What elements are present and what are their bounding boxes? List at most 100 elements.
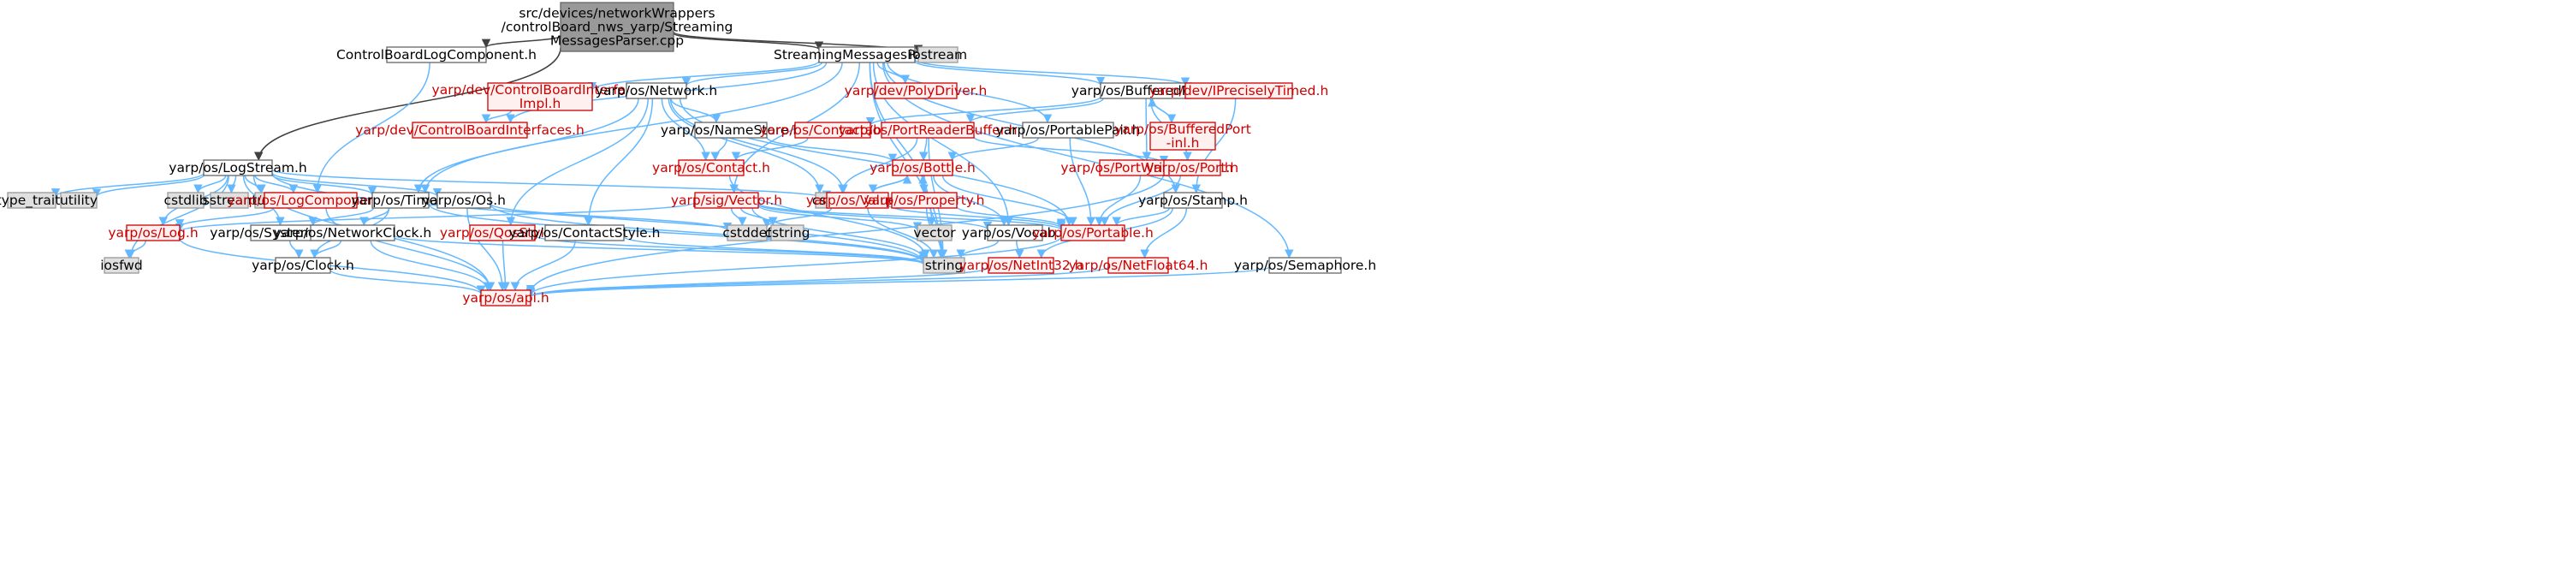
include-nodes: src/devices/networkWrappers/controlBoard…: [0, 2, 1376, 306]
edge-logstream-to-iosfwd: [126, 175, 230, 259]
edge-smp_h-to-cbi_impl: [587, 60, 820, 92]
node-box-os: [436, 192, 491, 209]
edge-bufferedport_inl-to-bufferedport: [1148, 97, 1172, 123]
node-logcomponent[interactable]: yarp/os/LogComponent.h: [227, 192, 395, 209]
node-cstddef: cstddef: [722, 224, 772, 241]
edge-qosstyle-to-api: [501, 240, 510, 292]
edge-portreaderbuffer-to-port: [973, 135, 1169, 165]
node-utility: utility: [60, 192, 98, 209]
edge-logstream-to-string: [271, 172, 929, 264]
node-label-smp_h: StreamingMessagesParser.h: [774, 47, 960, 62]
node-cbi[interactable]: yarp/dev/ControlBoardInterfaces.h: [355, 122, 585, 139]
node-box-vocab: [987, 224, 1043, 241]
edge-network-to-portable: [679, 98, 1074, 227]
edge-network-to-cstdio: [668, 98, 824, 194]
node-label-property: yarp/os/Property.h: [864, 193, 984, 208]
node-box-type_traits: [7, 192, 56, 209]
node-label-contactable: yarp/os/Contactable.h: [759, 122, 905, 138]
node-label-cbi_impl: yarp/dev/ControlBoardInterfaces: [432, 82, 649, 98]
node-netfloat64[interactable]: yarp/os/NetFloat64.h: [1069, 257, 1208, 274]
edge-network-to-qosstyle: [506, 98, 649, 227]
edge-network-to-contact: [661, 98, 710, 162]
node-clock[interactable]: yarp/os/Clock.h: [252, 257, 354, 274]
node-netint32[interactable]: yarp/os/NetInt32.h: [959, 257, 1083, 274]
node-vocab[interactable]: yarp/os/Vocab.h: [962, 224, 1068, 241]
node-api[interactable]: yarp/os/api.h: [462, 289, 549, 306]
edge-stamp-to-netfloat64: [1140, 207, 1188, 259]
node-polydriver[interactable]: yarp/dev/PolyDriver.h: [845, 82, 988, 99]
edge-networkclock-to-api: [370, 240, 493, 292]
node-qosstyle[interactable]: yarp/os/QosStyle.h: [440, 224, 565, 241]
node-label-iprecisely: yarp/dev/IPreciselyTimed.h: [1149, 83, 1329, 98]
edge-smp_h-to-time: [420, 62, 843, 194]
node-portreaderbuffer[interactable]: yarp/os/PortReaderBuffer.h: [839, 122, 1018, 139]
edge-logcomponent-to-api: [325, 207, 496, 292]
node-label-stamp: yarp/os/Stamp.h: [1138, 193, 1248, 208]
node-label-vector_h: yarp/sig/Vector.h: [671, 193, 782, 208]
edge-networkclock-to-clock: [310, 240, 342, 259]
node-box-namestore: [694, 122, 768, 139]
edge-netfloat64-to-api: [526, 266, 1109, 298]
edge-bottle-to-string: [923, 175, 947, 259]
node-bufferedport_inl[interactable]: yarp/os/BufferedPort-inl.h: [1114, 122, 1251, 151]
node-label-value: yarp/os/Value.h: [806, 193, 909, 208]
node-box-portable: [1060, 224, 1125, 241]
node-box-time: [371, 192, 430, 209]
node-logstream[interactable]: yarp/os/LogStream.h: [169, 159, 307, 176]
node-label-vocab: yarp/os/Vocab.h: [962, 225, 1068, 241]
node-vector_h[interactable]: yarp/sig/Vector.h: [671, 192, 782, 209]
node-label-networkclock: yarp/os/NetworkClock.h: [274, 225, 431, 241]
node-box-contactstyle: [544, 224, 625, 241]
edge-portreaderbuffer-to-cstdio: [838, 137, 918, 194]
node-label-bottle: yarp/os/Bottle.h: [870, 160, 976, 175]
node-network[interactable]: yarp/os/Network.h: [596, 82, 717, 99]
node-time[interactable]: yarp/os/Time.h: [351, 192, 450, 209]
edge-log-to-iosfwd: [124, 240, 146, 259]
node-log[interactable]: yarp/os/Log.h: [108, 224, 199, 241]
node-box-network: [626, 82, 687, 99]
edge-logstream-to-value: [271, 169, 831, 200]
node-label-cbi_impl: Impl.h: [519, 96, 561, 111]
node-bottle[interactable]: yarp/os/Bottle.h: [870, 159, 976, 176]
node-portablepair[interactable]: yarp/os/PortablePair.h: [996, 122, 1141, 139]
node-cblc_h[interactable]: ControlBoardLogComponent.h: [336, 46, 537, 63]
node-box-clock: [275, 257, 331, 274]
node-box-qosstyle: [469, 224, 536, 241]
node-contact[interactable]: yarp/os/Contact.h: [652, 159, 770, 176]
node-portable[interactable]: yarp/os/Portable.h: [1032, 224, 1154, 241]
node-stamp[interactable]: yarp/os/Stamp.h: [1138, 192, 1248, 209]
node-box-cstddef: [727, 224, 768, 241]
node-box-cstring: [770, 224, 804, 241]
edge-root-to-smp_h: [673, 33, 824, 51]
node-semaphore[interactable]: yarp/os/Semaphore.h: [1234, 257, 1376, 274]
edge-smp_h-to-iprecisely: [914, 58, 1190, 87]
node-value[interactable]: yarp/os/Value.h: [806, 192, 909, 209]
node-contactable[interactable]: yarp/os/Contactable.h: [759, 122, 906, 139]
node-namestore[interactable]: yarp/os/NameStore.h: [661, 122, 801, 139]
node-box-networkclock: [310, 224, 395, 241]
node-bufferedport[interactable]: yarp/os/BufferedPort.h: [1071, 82, 1220, 99]
node-property[interactable]: yarp/os/Property.h: [864, 192, 985, 209]
node-root[interactable]: src/devices/networkWrappers/controlBoard…: [502, 2, 733, 52]
edge-semaphore-to-api: [526, 266, 1270, 298]
node-os[interactable]: yarp/os/Os.h: [422, 192, 506, 209]
edge-logstream-to-logcomponent: [254, 175, 299, 194]
edge-network-to-time: [413, 98, 639, 194]
node-box-stamp: [1163, 192, 1223, 209]
node-box-cbi_impl: [487, 82, 593, 111]
node-sstream: sstream: [203, 192, 256, 209]
edge-bufferedport-to-portreaderbuffer: [965, 98, 1104, 124]
edge-vector_h-to-portable: [757, 202, 1066, 231]
node-label-portablepair: yarp/os/PortablePair.h: [996, 122, 1141, 138]
edge-networkclock-to-string: [394, 235, 928, 265]
node-smp_h[interactable]: StreamingMessagesParser.h: [774, 46, 960, 63]
node-cstdlib: cstdlib: [164, 192, 207, 209]
node-label-netfloat64: yarp/os/NetFloat64.h: [1069, 258, 1208, 273]
node-iprecisely[interactable]: yarp/dev/IPreciselyTimed.h: [1149, 82, 1329, 99]
node-port[interactable]: yarp/os/Port.h: [1146, 159, 1238, 176]
node-label-cstddef: cstddef: [722, 225, 772, 241]
node-networkclock[interactable]: yarp/os/NetworkClock.h: [274, 224, 431, 241]
node-contactstyle[interactable]: yarp/os/ContactStyle.h: [509, 224, 661, 241]
node-label-contactstyle: yarp/os/ContactStyle.h: [509, 225, 661, 241]
